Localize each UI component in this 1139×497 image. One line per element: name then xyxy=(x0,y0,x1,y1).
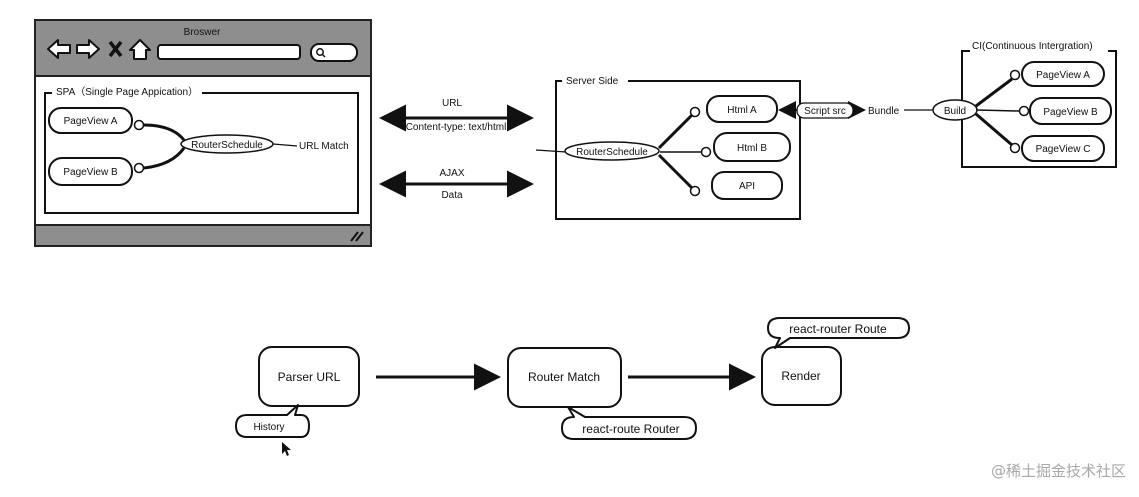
react-router-route-label: react-router Route xyxy=(789,322,887,336)
bundle-label: Bundle xyxy=(868,106,900,117)
data-label: Data xyxy=(441,190,463,201)
html-b-label: Html B xyxy=(737,143,767,154)
ci-pageview-b-node xyxy=(1029,97,1112,125)
history-label: History xyxy=(253,422,284,433)
react-route-router-label: react-route Router xyxy=(582,422,679,436)
watermark: @稀土掘金技术社区 xyxy=(991,462,1126,480)
pageview-b-node xyxy=(48,157,133,186)
ajax-link: AJAX Data xyxy=(379,168,534,201)
url-link: URL Content-type: text/html xyxy=(379,98,534,133)
history-callout xyxy=(235,404,310,438)
close-icon[interactable] xyxy=(108,40,123,58)
browser-window: Broswer SPA（Single Page Appication） P xyxy=(34,19,372,247)
script-src-badge xyxy=(796,102,854,119)
render-label: Render xyxy=(781,369,820,383)
ci-pageview-b-label: PageView B xyxy=(1043,107,1098,118)
ajax-label: AJAX xyxy=(439,168,464,179)
router-match-label: Router Match xyxy=(528,370,600,384)
search-field[interactable] xyxy=(310,43,358,62)
browser-title: Broswer xyxy=(184,27,221,38)
server-side-box: Server Side RouterSchedule Html A Html B… xyxy=(535,74,801,220)
render-node xyxy=(761,346,842,406)
build-label: Build xyxy=(944,106,966,117)
pageview-b-label: PageView B xyxy=(63,167,118,178)
routing-flow: Parser URL History Router Match react-ro… xyxy=(235,317,910,440)
html-b-node xyxy=(713,132,791,162)
home-icon[interactable] xyxy=(129,39,151,60)
spa-label: SPA（Single Page Appication） xyxy=(56,86,198,98)
router-schedule-label: RouterSchedule xyxy=(191,140,263,151)
script-src-link: Script src Bundle xyxy=(778,101,934,119)
search-icon xyxy=(316,48,326,58)
content-type-label: Content-type: text/html xyxy=(406,122,507,133)
router-match-node xyxy=(507,347,622,408)
ci-pageview-c-node xyxy=(1021,135,1105,162)
parser-url-label: Parser URL xyxy=(278,370,341,384)
ci-box: CI(Continuous Intergration) Build PageVi… xyxy=(932,38,1117,168)
ci-title: CI(Continuous Intergration) xyxy=(972,41,1093,52)
parser-url-node xyxy=(258,346,360,407)
script-src-label: Script src xyxy=(804,106,846,117)
react-route-router-callout xyxy=(561,406,697,440)
resize-grip-icon[interactable] xyxy=(350,231,364,242)
api-label: API xyxy=(739,181,755,192)
html-a-node xyxy=(706,95,778,123)
ci-pageview-a-node xyxy=(1021,61,1105,87)
pageview-a-label: PageView A xyxy=(64,116,118,127)
react-router-route-callout xyxy=(767,317,910,349)
server-router-schedule-label: RouterSchedule xyxy=(576,147,648,158)
pageview-a-node xyxy=(48,107,133,134)
ci-pageview-c-label: PageView C xyxy=(1036,144,1091,155)
address-bar[interactable] xyxy=(157,44,301,60)
url-match-label: URL Match xyxy=(299,141,349,152)
back-arrow-icon[interactable] xyxy=(47,39,71,59)
forward-arrow-icon[interactable] xyxy=(76,39,100,59)
api-node xyxy=(711,171,783,200)
url-label: URL xyxy=(442,98,462,109)
mouse-cursor-icon xyxy=(282,442,291,456)
server-router-schedule-node xyxy=(564,141,660,161)
ci-pageview-a-label: PageView A xyxy=(1036,70,1090,81)
server-side-title: Server Side xyxy=(566,76,619,87)
html-a-label: Html A xyxy=(727,105,757,116)
